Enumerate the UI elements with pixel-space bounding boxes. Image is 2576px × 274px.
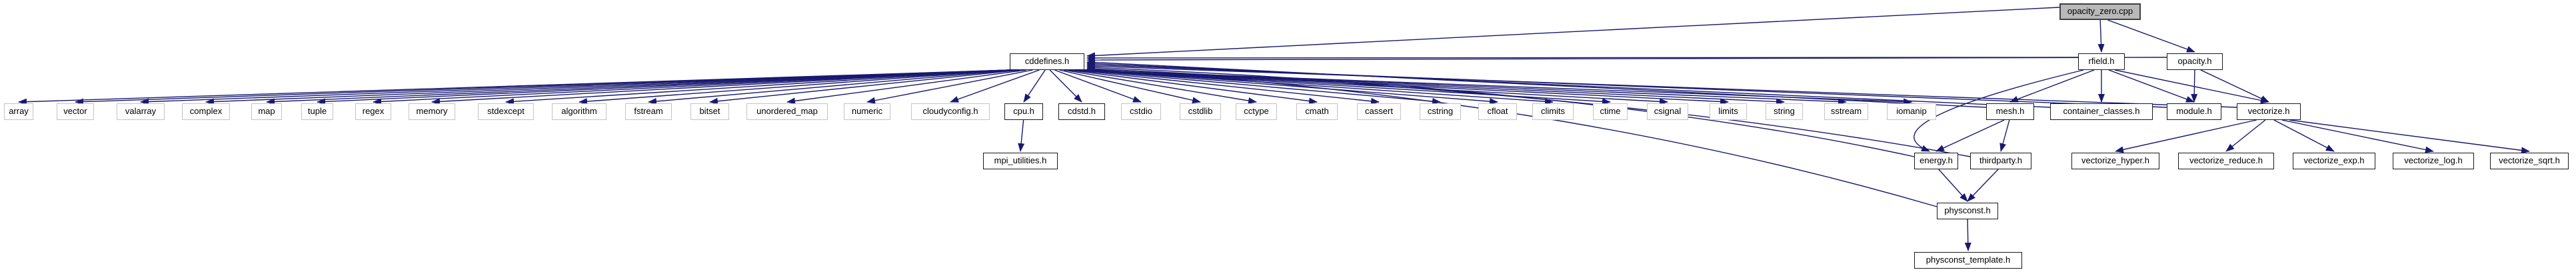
edge-vectorize-h--vectorize-exp-h bbox=[2273, 119, 2335, 152]
edge-cddefines-h--fstream bbox=[648, 69, 1016, 105]
node-ctime: ctime bbox=[1593, 103, 1628, 120]
node-opacity-zero-cpp: opacity_zero.cpp bbox=[2059, 3, 2141, 20]
edge-rfield-h--module-h bbox=[2108, 69, 2195, 103]
edge-rfield-h--mesh-h bbox=[2009, 69, 2095, 103]
node-bitset: bitset bbox=[690, 103, 729, 120]
edge-cddefines-h--cstdio bbox=[1054, 69, 1142, 103]
node-vectorize-log-h[interactable]: vectorize_log.h bbox=[2393, 153, 2474, 169]
edge-energy-h--physconst-h bbox=[1938, 169, 1968, 202]
node-cpu-h[interactable]: cpu.h bbox=[1004, 103, 1043, 120]
node-cstring: cstring bbox=[1420, 103, 1461, 120]
edge-cddefines-h--cassert bbox=[1073, 69, 1380, 105]
node-unordered-map: unordered_map bbox=[746, 103, 828, 120]
edge-thirdparty-h--physconst-h bbox=[1967, 169, 1999, 202]
node-rfield-h[interactable]: rfield.h bbox=[2078, 53, 2125, 70]
node-cdstd-h[interactable]: cdstd.h bbox=[1058, 103, 1105, 120]
edge-opacity-h--vectorize-h bbox=[2200, 69, 2269, 103]
edge-opacity-zero-cpp--opacity-h bbox=[2107, 19, 2195, 53]
edge-cddefines-h--cfloat bbox=[1083, 69, 1498, 105]
edge-cddefines-h--cloudyconfig-h bbox=[950, 69, 1040, 103]
node-cfloat: cfloat bbox=[1478, 103, 1517, 120]
edge-cddefines-h--tuple bbox=[317, 69, 1010, 105]
edge-cddefines-h--cmath bbox=[1068, 69, 1318, 105]
node-physconst-h[interactable]: physconst.h bbox=[1937, 203, 1998, 219]
edge-cddefines-h--stdexcept bbox=[505, 69, 1010, 105]
node-vectorize-reduce-h[interactable]: vectorize_reduce.h bbox=[2178, 153, 2274, 169]
edge-cddefines-h--numeric bbox=[866, 69, 1033, 104]
node-mpi-utilities-h[interactable]: mpi_utilities.h bbox=[983, 153, 1058, 169]
node-module-h[interactable]: module.h bbox=[2167, 103, 2221, 120]
node-physconst-template-h[interactable]: physconst_template.h bbox=[1914, 252, 2022, 269]
edge-cddefines-h--algorithm bbox=[579, 69, 1010, 105]
node-memory: memory bbox=[409, 103, 455, 120]
edge-cddefines-h--cctype bbox=[1064, 69, 1257, 104]
edge-mesh-h--energy-h bbox=[1935, 119, 2005, 152]
node-iomanip: iomanip bbox=[1887, 103, 1936, 120]
edge-module-h--cddefines-h bbox=[1086, 61, 2167, 108]
node-sstream: sstream bbox=[1824, 103, 1868, 120]
node-regex: regex bbox=[355, 103, 391, 120]
edge-rfield-h--cddefines-h bbox=[1086, 54, 2079, 61]
edge-opacity-h--module-h bbox=[2191, 69, 2198, 103]
edge-vectorize-h--vectorize-log-h bbox=[2281, 119, 2434, 153]
edge-vectorize-h--vectorize-sqrt-h bbox=[2289, 119, 2530, 154]
edge-rfield-h--vectorize-h bbox=[2114, 69, 2269, 104]
edge-cddefines-h--ctime bbox=[1084, 69, 1611, 105]
node-limits: limits bbox=[1710, 103, 1747, 120]
node-mesh-h[interactable]: mesh.h bbox=[1986, 103, 2034, 120]
node-valarray: valarray bbox=[117, 103, 165, 120]
node-vectorize-exp-h[interactable]: vectorize_exp.h bbox=[2293, 153, 2375, 169]
node-fstream: fstream bbox=[625, 103, 672, 120]
edge-cddefines-h--regex bbox=[373, 69, 1010, 105]
edge-cddefines-h--memory bbox=[431, 69, 1010, 105]
node-cstdlib: cstdlib bbox=[1180, 103, 1221, 120]
edge-cddefines-h--climits bbox=[1084, 69, 1554, 105]
node-tuple: tuple bbox=[301, 103, 333, 120]
edge-cddefines-h--cdstd-h bbox=[1049, 69, 1082, 103]
edge-cddefines-h--cpu-h bbox=[1023, 69, 1046, 103]
edge-opacity-h--cddefines-h bbox=[1086, 56, 2167, 63]
node-vector: vector bbox=[57, 103, 94, 120]
node-vectorize-sqrt-h[interactable]: vectorize_sqrt.h bbox=[2490, 153, 2569, 169]
node-map: map bbox=[251, 103, 282, 120]
edge-opacity-zero-cpp--cddefines-h bbox=[1086, 7, 2060, 59]
node-opacity-h[interactable]: opacity.h bbox=[2167, 53, 2223, 70]
node-cddefines-h[interactable]: cddefines.h bbox=[1010, 53, 1084, 70]
node-complex: complex bbox=[182, 103, 230, 120]
edge-cddefines-h--iomanip bbox=[1084, 69, 1912, 105]
edge-vectorize-h--vectorize-reduce-h bbox=[2225, 119, 2266, 152]
node-cassert: cassert bbox=[1357, 103, 1401, 120]
edge-mesh-h--cddefines-h bbox=[1086, 59, 1987, 108]
edge-mesh-h--thirdparty-h bbox=[1999, 119, 2010, 152]
node-vectorize-h[interactable]: vectorize.h bbox=[2237, 103, 2301, 120]
edge-cddefines-h--cstdlib bbox=[1059, 69, 1201, 104]
node-cmath: cmath bbox=[1296, 103, 1338, 120]
node-cloudyconfig-h: cloudyconfig.h bbox=[911, 103, 990, 120]
edge-cpu-h--mpi-utilities-h bbox=[1018, 119, 1025, 152]
node-stdexcept: stdexcept bbox=[478, 103, 534, 120]
node-cstdio: cstdio bbox=[1121, 103, 1161, 120]
node-cctype: cctype bbox=[1236, 103, 1277, 120]
edge-cddefines-h--unordered-map bbox=[786, 69, 1026, 105]
node-vectorize-hyper-h[interactable]: vectorize_hyper.h bbox=[2071, 153, 2159, 169]
node-container-classes-h[interactable]: container_classes.h bbox=[2050, 103, 2153, 120]
node-climits: climits bbox=[1532, 103, 1574, 120]
node-algorithm: algorithm bbox=[552, 103, 607, 120]
edge-cddefines-h--cstring bbox=[1078, 69, 1441, 105]
node-string: string bbox=[1766, 103, 1803, 120]
node-numeric: numeric bbox=[844, 103, 890, 120]
node-thirdparty-h[interactable]: thirdparty.h bbox=[1970, 153, 2031, 169]
edge-cddefines-h--bitset bbox=[709, 69, 1020, 105]
node-energy-h[interactable]: energy.h bbox=[1914, 153, 1958, 169]
edge-vectorize-h--vectorize-hyper-h bbox=[2115, 119, 2257, 153]
edge-physconst-h--physconst-template-h bbox=[1964, 219, 1971, 251]
edge-cddefines-h--csignal bbox=[1084, 69, 1668, 105]
node-csignal: csignal bbox=[1647, 103, 1688, 120]
node-array: array bbox=[4, 103, 33, 120]
edge-vectorize-h--cddefines-h bbox=[1086, 63, 2237, 108]
edge-opacity-zero-cpp--rfield-h bbox=[2097, 19, 2105, 53]
